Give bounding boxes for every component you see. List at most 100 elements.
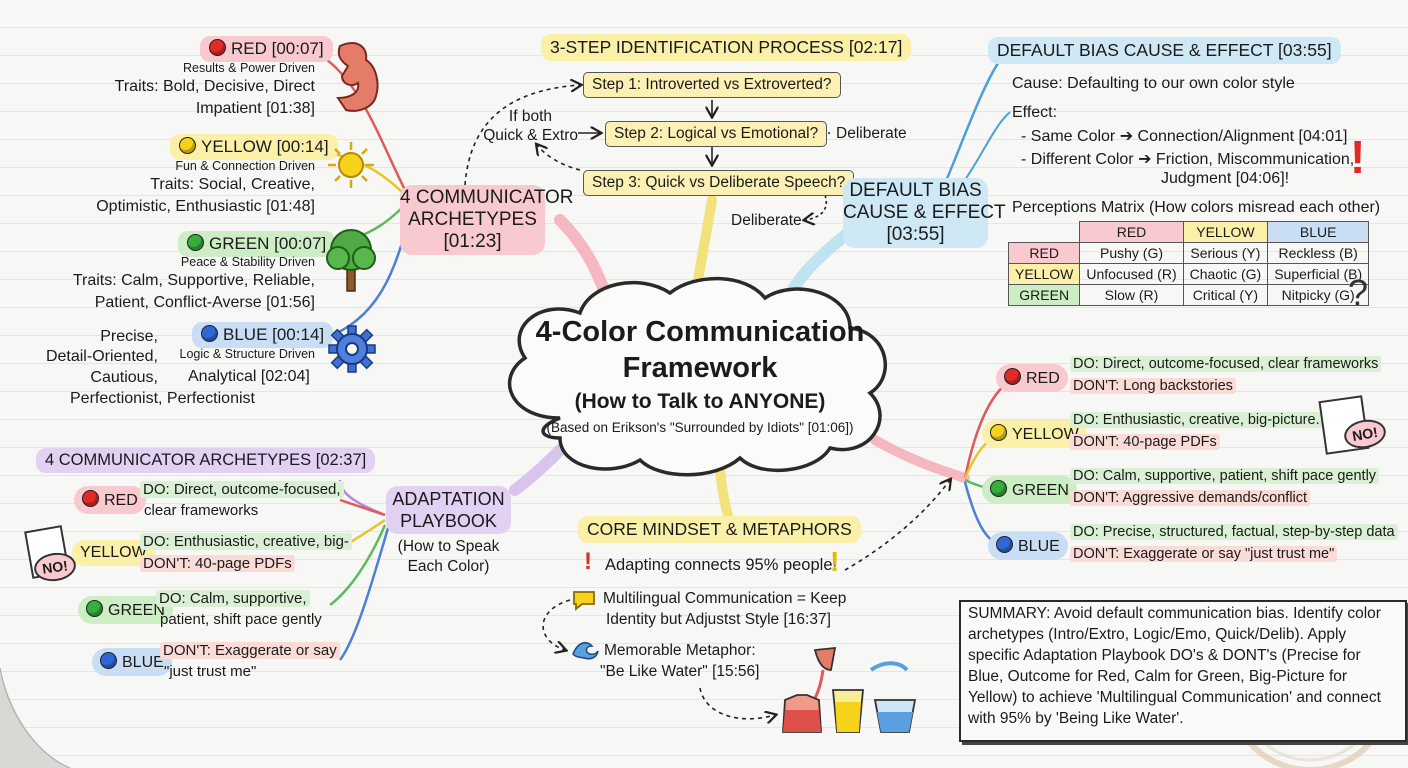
blue-dot-icon	[996, 536, 1013, 553]
right-red-label: RED	[996, 364, 1068, 392]
adaptation-sub-line1: (How to Speak	[397, 538, 500, 555]
center-subtitle: (How to Talk to ANYONE)	[574, 390, 826, 413]
blue-left-line1: Precise,	[100, 328, 158, 345]
summary-box	[959, 600, 1407, 742]
red-traits-line1: Traits: Bold, Decisive, Direct	[114, 78, 315, 95]
bias-cause: Cause: Defaulting to our own color style	[1012, 75, 1295, 92]
page-curl	[0, 668, 70, 768]
right-green-do: DO: Calm, supportive, patient, shift pac…	[1070, 468, 1380, 484]
left-green-label: GREEN	[78, 596, 173, 624]
left-blue-dont-line2: "just trust me"	[164, 663, 257, 680]
bias-branch-line2: CAUSE & EFFECT	[843, 202, 1006, 223]
matrix-cell: Slow (R)	[1079, 284, 1184, 306]
matrix-cell: Critical (Y)	[1182, 284, 1269, 306]
bias-effect-label: Effect:	[1012, 104, 1058, 121]
blue-driver: Logic & Structure Driven	[179, 347, 315, 361]
summary-text: SUMMARY: Avoid default communication bia…	[968, 605, 1381, 727]
mindset-multi-line2: Identity but Adjustst Style [16:37]	[606, 611, 831, 628]
muscle-arm-icon	[336, 42, 379, 112]
left-green-do-line1: DO: Calm, supportive,	[156, 590, 310, 607]
right-green-dont: DON'T: Aggressive demands/conflict	[1070, 490, 1311, 506]
matrix-cell: Superficial (B)	[1267, 263, 1370, 285]
red-traits-line2: Impatient [01:38]	[195, 100, 315, 117]
tree-icon	[326, 229, 376, 292]
right-yellow-do: DO: Enthusiastic, creative, big-picture.	[1070, 412, 1323, 428]
left-yellow-dont-line1: DON'T: 40-page PDFs	[140, 555, 295, 572]
matrix-cell: Serious (Y)	[1182, 242, 1269, 264]
perceptions-matrix: RED YELLOW BLUE RED Pushy (G) Serious (Y…	[1007, 221, 1370, 306]
green-driver: Peace & Stability Driven	[180, 255, 315, 269]
deliberate-right: Deliberate	[836, 125, 907, 142]
left-playbook-title: 4 COMMUNICATOR ARCHETYPES [02:37]	[36, 448, 376, 473]
left-red-do-line1: DO: Direct, outcome-focused,	[140, 481, 344, 498]
mindset-meta-line1: Memorable Metaphor:	[604, 642, 756, 659]
yellow-traits-line1: Traits: Social, Creative,	[150, 176, 315, 193]
adaptation-branch-label: ADAPTATION PLAYBOOK	[386, 486, 511, 534]
mindset-multi-line1: Multilingual Communication = Keep	[603, 590, 847, 607]
center-title-line2: Framework	[622, 352, 778, 384]
green-dot-icon	[86, 600, 103, 617]
left-blue-label: BLUE	[92, 648, 172, 676]
red-driver: Results & Power Driven	[183, 61, 315, 75]
exclamation-icon: !	[830, 546, 840, 577]
wave-icon	[572, 641, 599, 660]
yellow-driver: Fun & Connection Driven	[175, 159, 315, 173]
speech-bubble-icon	[573, 591, 595, 611]
right-green-label: GREEN	[982, 476, 1077, 504]
matrix-cell: Chaotic (G)	[1182, 263, 1269, 285]
identification-title: 3-STEP IDENTIFICATION PROCESS [02:17]	[541, 34, 912, 61]
deliberate-bottom: Deliberate	[731, 212, 802, 229]
water-glasses-icon	[782, 646, 917, 733]
left-yellow-do-line1: DO: Enthusiastic, creative, big-	[140, 533, 352, 550]
left-blue-dont-line1: DON'T: Exaggerate or say	[160, 642, 340, 659]
right-yellow-label: YELLOW	[982, 420, 1087, 448]
matrix-cell: Unfocused (R)	[1079, 263, 1184, 285]
green-dot-icon	[187, 234, 204, 251]
right-blue-do: DO: Precise, structured, factual, step-b…	[1070, 524, 1398, 540]
if-both-line1: If both	[508, 108, 552, 125]
green-dot-icon	[990, 480, 1007, 497]
blue-left-line3: Cautious,	[90, 369, 158, 386]
archetypes-branch-line2: ARCHETYPES	[408, 209, 537, 230]
matrix-cell: Pushy (G)	[1079, 242, 1184, 264]
matrix-col-red: RED	[1079, 221, 1184, 243]
right-blue-dont: DON'T: Exaggerate or say "just trust me"	[1070, 546, 1338, 562]
bias-effect-line2: - Different Color ➔ Friction, Miscommuni…	[1021, 151, 1355, 168]
bias-branch-line1: DEFAULT BIAS	[849, 180, 982, 201]
adaptation-branch-line2: PLAYBOOK	[400, 511, 497, 531]
right-red-dont: DON'T: Long backstories	[1070, 378, 1236, 394]
blue-analytical: Analytical [02:04]	[188, 368, 310, 385]
green-archetype-label: GREEN [00:07]	[178, 231, 336, 257]
step-2-box: Step 2: Logical vs Emotional?	[605, 121, 828, 147]
bias-effect-line1: - Same Color ➔ Connection/Alignment [04:…	[1021, 128, 1348, 145]
bias-branch-line3: [03:55]	[886, 224, 945, 245]
yellow-dot-icon	[990, 424, 1007, 441]
right-blue-label: BLUE	[988, 532, 1068, 560]
green-traits-line2: Patient, Conflict-Averse [01:56]	[94, 294, 315, 311]
right-red-do: DO: Direct, outcome-focused, clear frame…	[1070, 356, 1382, 372]
matrix-row-label: YELLOW	[1007, 263, 1081, 285]
blue-dot-icon	[201, 325, 218, 342]
question-mark-icon: ?	[1348, 272, 1369, 313]
archetypes-branch-label: 4 COMMUNICATOR ARCHETYPES [01:23]	[400, 185, 573, 255]
bias-branch-label: DEFAULT BIAS CAUSE & EFFECT [03:55]	[843, 178, 1006, 248]
step-1-box: Step 1: Introverted vs Extroverted?	[583, 72, 841, 98]
left-red-do-line2: clear frameworks	[144, 502, 259, 519]
red-dot-icon	[1004, 368, 1021, 385]
matrix-cell: Nitpicky (G)	[1267, 284, 1370, 306]
matrix-row-label: GREEN	[1007, 284, 1081, 306]
step-3-box: Step 3: Quick vs Deliberate Speech?	[583, 170, 855, 196]
mindset-line1: Adapting connects 95% people!	[605, 556, 838, 574]
red-dot-icon	[209, 39, 226, 56]
yellow-archetype-label: YELLOW [00:14]	[170, 134, 338, 160]
left-red-label: RED	[74, 486, 146, 514]
yellow-dot-icon	[179, 137, 196, 154]
blue-left-line2: Detail-Oriented,	[45, 348, 158, 365]
sun-icon	[328, 142, 374, 188]
exclamation-icon: !	[584, 548, 592, 575]
matrix-col-blue: BLUE	[1267, 221, 1370, 243]
bias-title: DEFAULT BIAS CAUSE & EFFECT [03:55]	[988, 37, 1341, 64]
center-title-line1: 4-Color Communication	[535, 316, 865, 348]
exclamation-icon: !	[1350, 131, 1366, 183]
blue-last-line: Perfectionist, Perfectionist	[70, 390, 255, 407]
